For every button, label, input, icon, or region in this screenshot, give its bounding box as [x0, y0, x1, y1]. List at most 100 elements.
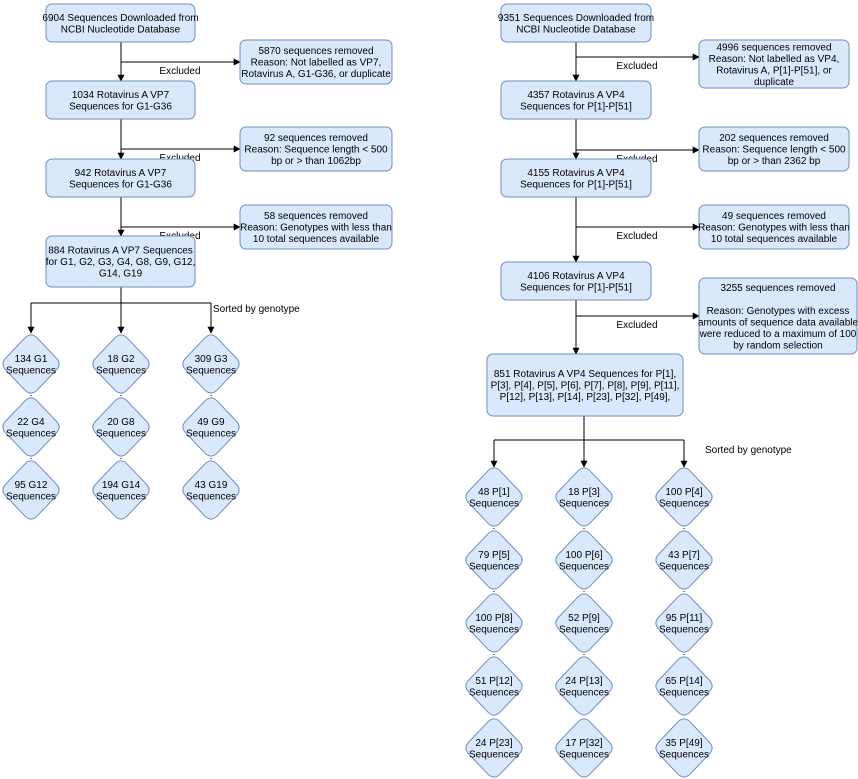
- right-genotype-diamond: 95 P[11]Sequences: [655, 593, 713, 653]
- right-genotype-diamond-line: 65 P[14]: [665, 676, 702, 687]
- left-removed-box-shape: [239, 204, 393, 250]
- left-genotype-diamond-shape: [92, 334, 150, 394]
- right-genotype-diamond-line: 43 P[7]: [668, 550, 700, 561]
- right-genotype-diamond-shape: [655, 718, 713, 778]
- right-genotype-diamond-line: Sequences: [659, 624, 709, 635]
- right-genotype-diamond-line: Sequences: [659, 498, 709, 509]
- left-genotype-diamond-line: 134 G1: [15, 354, 48, 365]
- left-genotype-diamond-line: 18 G2: [107, 354, 135, 365]
- right-step-box-line: 9351 Sequences Downloaded from: [498, 13, 654, 24]
- right-genotype-diamond-line: 52 P[9]: [568, 613, 600, 624]
- left-genotype-diamond-line: 49 G9: [197, 417, 225, 428]
- right-genotype-diamond-shape: [465, 718, 523, 778]
- left-removed-box-line: Reason: Genotypes with less than: [240, 223, 392, 234]
- right-removed-box-line: Reason: Genotypes with less than: [698, 223, 850, 234]
- right-genotype-diamond-line: Sequences: [559, 561, 609, 572]
- right-removed-box-shape: [698, 126, 850, 172]
- right-genotype-diamond: 17 P[32]Sequences: [555, 718, 613, 778]
- right-removed-box-line: Rotavirus A, P[1]-P[51], or: [716, 65, 832, 76]
- right-genotype-diamond: 65 P[14]Sequences: [655, 656, 713, 716]
- right-removed-box-shape: [698, 39, 850, 89]
- right-step-box-line: 4106 Rotavirus A VP4: [527, 271, 625, 282]
- left-removed-box-line: 92 sequences removed: [264, 133, 368, 144]
- right-excluded-label: Excluded: [616, 61, 657, 72]
- right-genotype-diamond-shape: [555, 593, 613, 653]
- right-genotype-diamond: 100 P[8]Sequences: [465, 593, 523, 653]
- left-genotype-diamond-shape: [182, 334, 240, 394]
- right-genotype-diamond: 48 P[1]Sequences: [465, 467, 523, 527]
- right-step-box-line: 4155 Rotavirus A VP4: [527, 168, 625, 179]
- right-excluded-label: Excluded: [616, 320, 657, 331]
- right-genotype-diamond: 52 P[9]Sequences: [555, 593, 613, 653]
- right-genotype-diamond-shape: [655, 530, 713, 590]
- left-removed-box-line: Reason: Not labelled as VP7,: [251, 58, 382, 69]
- right-removed-box-line: Reason: Not labelled as VP4,: [709, 54, 840, 65]
- right-genotype-diamond: 24 P[23]Sequences: [465, 718, 523, 778]
- right-genotype-diamond: 18 P[3]Sequences: [555, 467, 613, 527]
- right-removed-box-line: 3255 sequences removed: [720, 283, 835, 294]
- left-genotype-diamond-line: Sequences: [186, 365, 236, 376]
- left-step-box-line: 6904 Sequences Downloaded from: [42, 13, 198, 24]
- right-removed-box-shape: [698, 277, 858, 355]
- left-step-box-shape: [45, 235, 196, 288]
- right-genotype-diamond-line: 100 P[8]: [475, 613, 512, 624]
- right-step-box-shape: [500, 158, 652, 198]
- left-removed-box-line: Rotavirus A, G1-G36, or duplicate: [241, 69, 391, 80]
- right-genotype-diamond: 51 P[12]Sequences: [465, 656, 523, 716]
- right-genotype-diamond-line: 35 P[49]: [665, 738, 702, 749]
- left-removed-box-line: bp or > than 1062bp: [271, 156, 361, 167]
- right-genotype-diamond: 35 P[49]Sequences: [655, 718, 713, 778]
- left-removed-box-line: 10 total sequences available: [253, 234, 380, 245]
- node-layer: ExcludedExcludedExcluded6904 Sequences D…: [2, 3, 858, 778]
- right-step-box-shape: [500, 80, 652, 120]
- right-genotype-diamond-line: 24 P[23]: [475, 738, 512, 749]
- right-step-box-line: Sequences for P[1]-P[51]: [520, 282, 632, 293]
- left-genotype-diamond-line: 309 G3: [195, 354, 228, 365]
- right-removed-box-line: Reason: Sequence length < 500: [702, 145, 846, 156]
- right-step-box-shape: [486, 353, 684, 417]
- right-genotype-diamond-line: Sequences: [469, 561, 519, 572]
- left-genotype-diamond-line: 95 G12: [15, 480, 48, 491]
- left-genotype-diamond-shape: [2, 334, 60, 394]
- left-step-box-line: 1034 Rotavirus A VP7: [72, 90, 170, 101]
- left-genotype-diamond-shape: [2, 460, 60, 520]
- right-removed-box-line: 202 sequences removed: [719, 133, 829, 144]
- right-genotype-diamond-line: Sequences: [659, 561, 709, 572]
- left-step-box-line: 942 Rotavirus A VP7: [75, 168, 167, 179]
- left-genotype-diamond-shape: [2, 397, 60, 457]
- left-genotype-diamond-line: Sequences: [6, 491, 56, 502]
- left-removed-box-line: Reason: Sequence length < 500: [244, 145, 388, 156]
- right-genotype-diamond-line: Sequences: [659, 687, 709, 698]
- right-genotype-diamond-line: Sequences: [559, 687, 609, 698]
- right-genotype-diamond-shape: [655, 656, 713, 716]
- right-genotype-diamond-line: 17 P[32]: [565, 738, 602, 749]
- left-removed-box-line: 58 sequences removed: [264, 211, 368, 222]
- right-genotype-diamond-shape: [555, 718, 613, 778]
- right-genotype-diamond-line: Sequences: [559, 498, 609, 509]
- left-step-box-line: G14, G19: [99, 269, 143, 280]
- left-removed-box-line: 5870 sequences removed: [258, 46, 373, 57]
- left-genotype-diamond-line: Sequences: [96, 428, 146, 439]
- right-genotype-diamond-line: Sequences: [469, 687, 519, 698]
- right-removed-box-line: Reason: Genotypes with excess: [707, 306, 850, 317]
- right-genotype-diamond: 24 P[13]Sequences: [555, 656, 613, 716]
- left-genotype-diamond-line: Sequences: [186, 428, 236, 439]
- right-genotype-diamond: 79 P[5]Sequences: [465, 530, 523, 590]
